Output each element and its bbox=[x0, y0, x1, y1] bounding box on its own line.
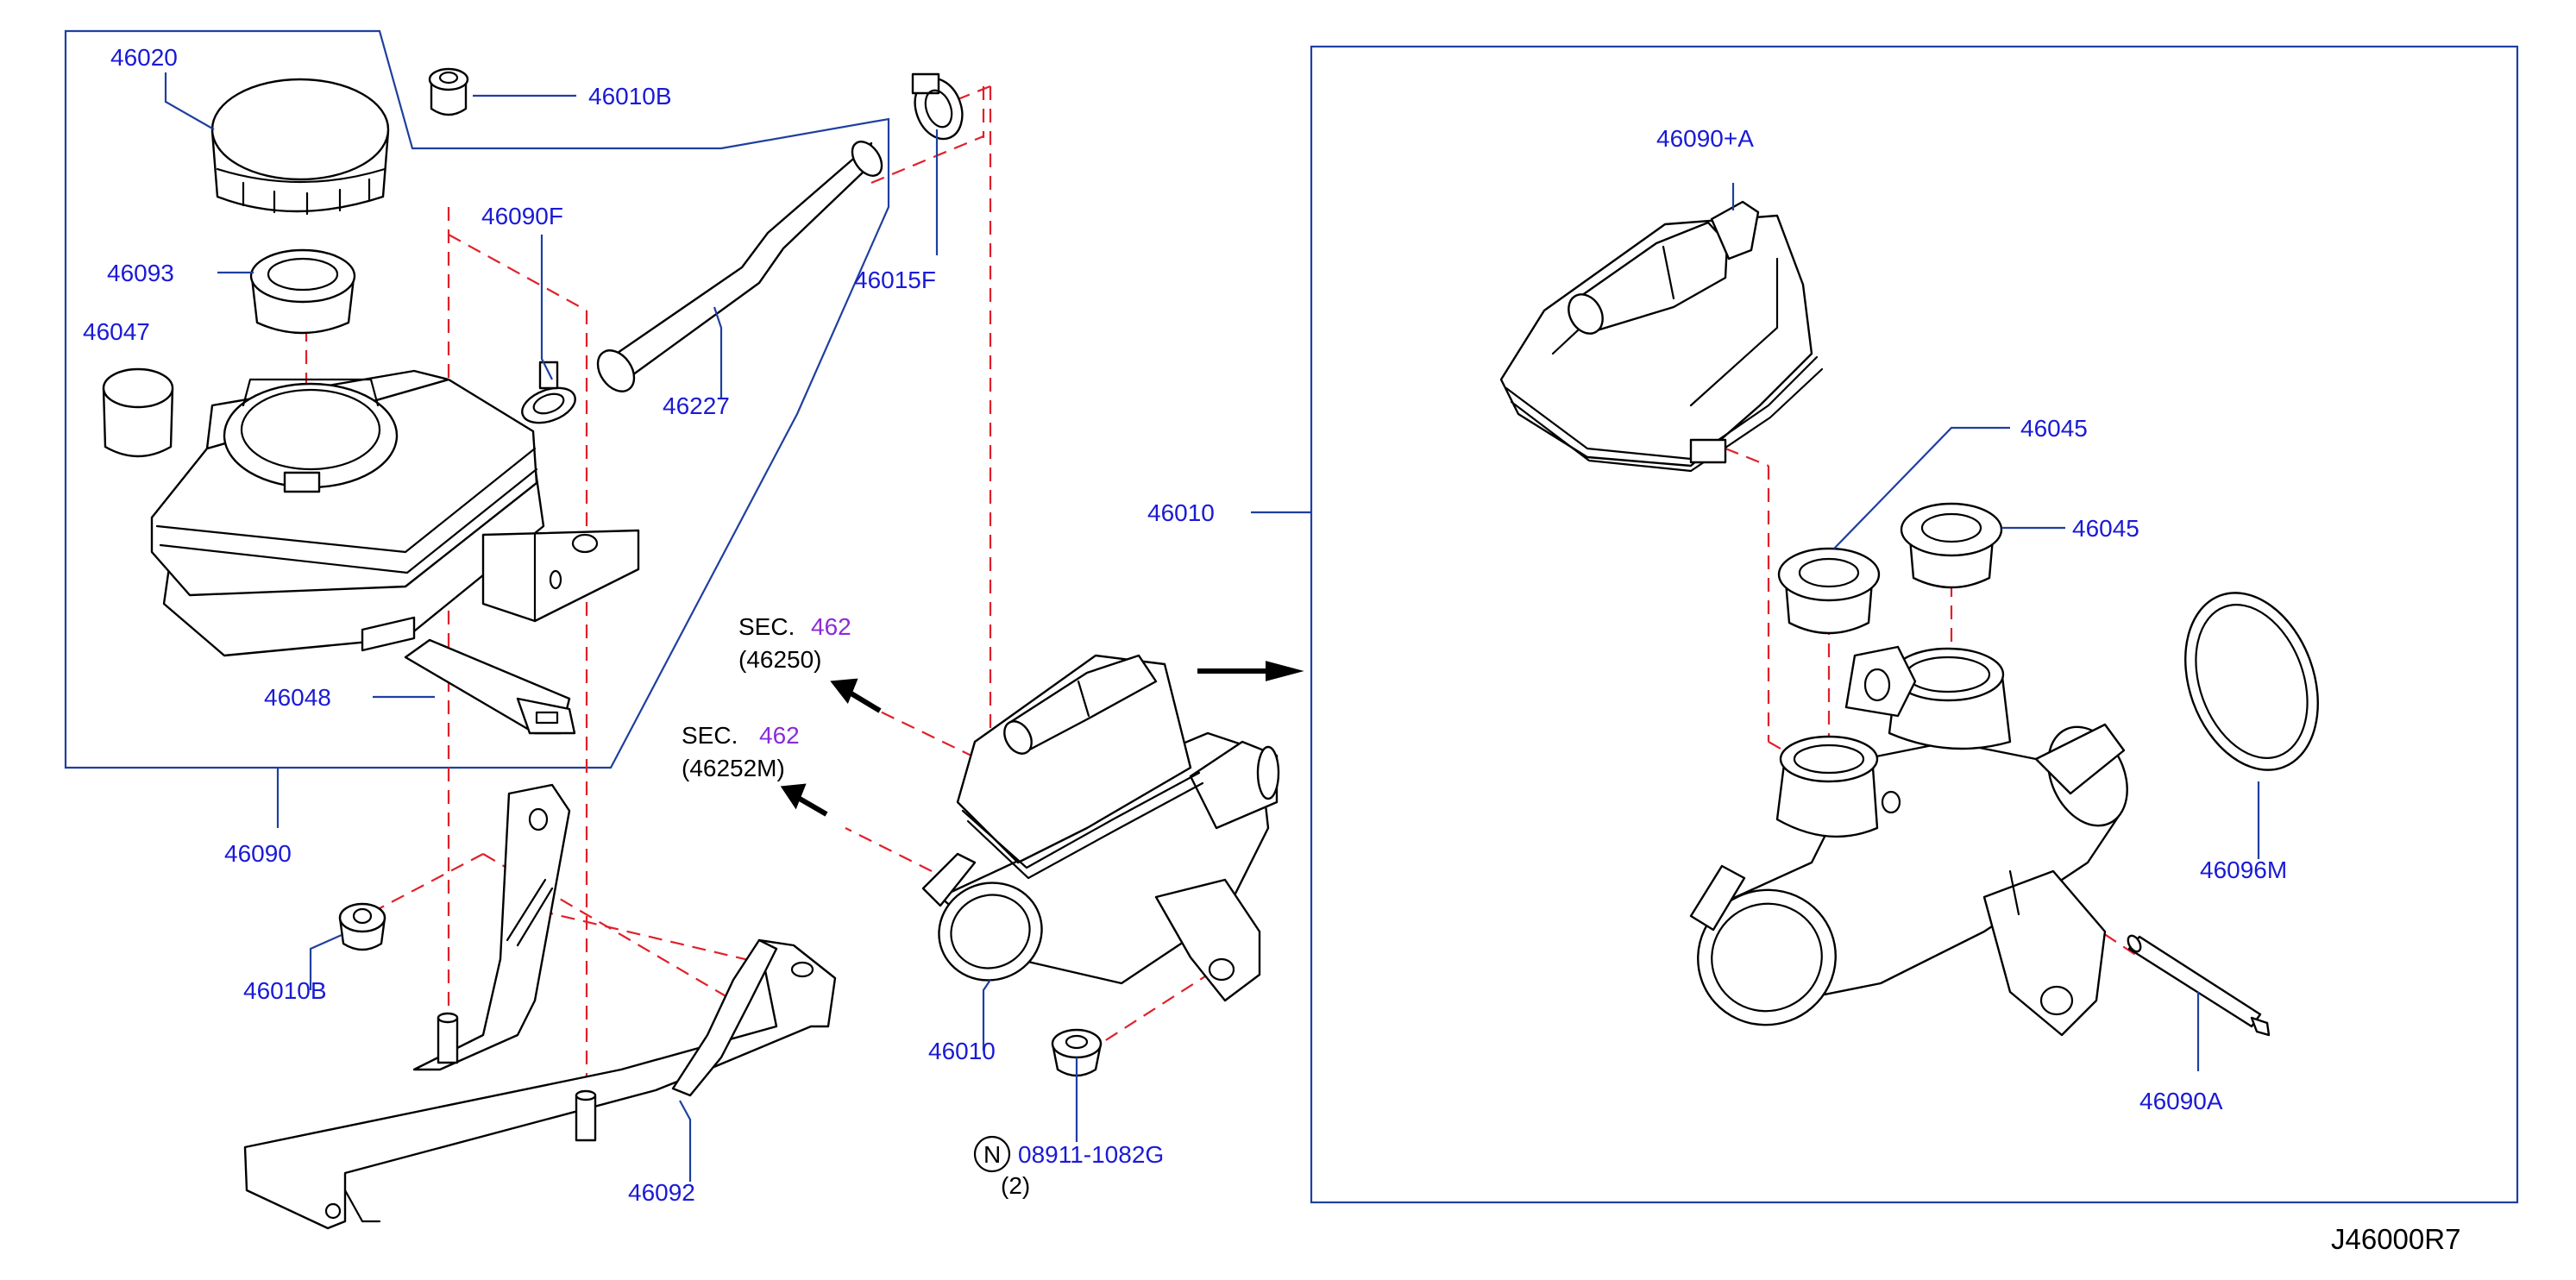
label-46096m: 46096M bbox=[2200, 856, 2287, 883]
seal-icon[interactable] bbox=[102, 367, 174, 458]
label-46047: 46047 bbox=[83, 318, 150, 345]
reservoir-tank-icon[interactable] bbox=[150, 369, 640, 657]
reservoir-group-frame bbox=[64, 29, 890, 769]
leader-lines bbox=[164, 72, 2260, 1182]
reservoir-cap-icon[interactable] bbox=[210, 78, 390, 216]
sec-prefix: SEC. bbox=[738, 613, 795, 640]
nut-symbol: N bbox=[983, 1141, 1001, 1168]
level-sensor-icon[interactable] bbox=[404, 638, 576, 735]
bracket-icon[interactable] bbox=[243, 783, 837, 1230]
label-46090f: 46090F bbox=[481, 203, 563, 229]
grommet-top-icon[interactable] bbox=[428, 67, 469, 116]
hose-icon[interactable] bbox=[590, 136, 888, 398]
label-46010-cylinder: 46010 bbox=[928, 1038, 996, 1064]
master-cylinder-body-icon[interactable] bbox=[1679, 645, 2142, 1045]
label-46010b-top: 46010B bbox=[588, 83, 672, 110]
grommet-a-icon[interactable] bbox=[1777, 547, 1881, 635]
sec-sub: (46250) bbox=[738, 646, 822, 673]
pin-icon[interactable] bbox=[2126, 933, 2271, 1037]
label-46090-a-kit: 46090+A bbox=[1656, 125, 1754, 152]
label-46092: 46092 bbox=[628, 1179, 695, 1206]
label-46045-b: 46045 bbox=[2072, 515, 2139, 542]
label-46010-box: 46010 bbox=[1147, 499, 1215, 526]
part-labels: 46020 46010B 46090F 46093 46047 46227 46… bbox=[83, 44, 2287, 1206]
sec-sub: (46252M) bbox=[682, 755, 785, 781]
label-46090: 46090 bbox=[224, 840, 292, 867]
arrow-sec-46250-icon bbox=[830, 678, 882, 713]
hose-clamp-icon[interactable] bbox=[518, 361, 580, 430]
clamp-right-icon[interactable] bbox=[907, 72, 970, 145]
label-46090a: 46090A bbox=[2139, 1088, 2223, 1114]
master-cylinder-icon[interactable] bbox=[921, 654, 1280, 1002]
sec-prefix: SEC. bbox=[682, 722, 738, 749]
diagram-id: J46000R7 bbox=[2331, 1223, 2460, 1255]
label-46093: 46093 bbox=[107, 260, 174, 286]
label-46227: 46227 bbox=[663, 392, 730, 419]
grommet-bracket-icon[interactable] bbox=[338, 902, 386, 951]
master-cylinder-detail-frame bbox=[1310, 45, 2519, 1204]
label-46020: 46020 bbox=[110, 44, 178, 71]
label-46010b-bracket: 46010B bbox=[243, 977, 327, 1004]
arrow-right-icon bbox=[1197, 661, 1304, 681]
label-nut-qty: (2) bbox=[1001, 1172, 1030, 1199]
label-nut-code: 08911-1082G bbox=[1018, 1141, 1164, 1168]
sec-number: 462 bbox=[759, 722, 800, 749]
label-46045-a: 46045 bbox=[2020, 415, 2088, 442]
label-46048: 46048 bbox=[264, 684, 331, 711]
sec-number: 462 bbox=[811, 613, 851, 640]
sec-ref-46252m: SEC. 462 (46252M) bbox=[682, 722, 800, 781]
strainer-icon[interactable] bbox=[249, 248, 356, 335]
grommet-b-icon[interactable] bbox=[1900, 502, 2003, 589]
reservoir-kit-icon[interactable] bbox=[1499, 200, 1824, 473]
nut-code-circle bbox=[973, 1135, 1011, 1173]
arrow-sec-46252m-icon bbox=[780, 783, 828, 817]
sec-ref-46250: SEC. 462 (46250) bbox=[738, 613, 851, 673]
o-ring-icon[interactable] bbox=[2162, 574, 2341, 788]
label-46015f: 46015F bbox=[854, 267, 936, 293]
nut-icon[interactable] bbox=[1051, 1028, 1103, 1077]
